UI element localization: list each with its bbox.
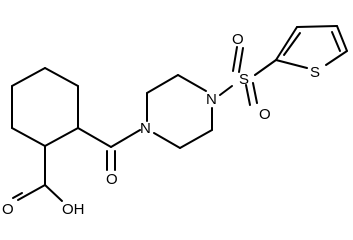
- bond: [44, 67, 79, 87]
- bond: [44, 127, 79, 147]
- piperazine-ring: [146, 74, 213, 149]
- bond: [325, 50, 348, 66]
- double-bond-inner: [331, 31, 341, 52]
- bond: [179, 129, 213, 149]
- bond: [77, 127, 112, 148]
- bond: [11, 67, 46, 87]
- atom-label-sulfonyl-sulfur: S: [239, 71, 249, 88]
- bond: [110, 129, 141, 148]
- atom-label-amide-nitrogen: N: [140, 120, 151, 137]
- bond: [153, 132, 181, 149]
- atom-label-thiophene-sulfur: S: [310, 64, 320, 81]
- atom-label-sulfonyl-nitrogen: N: [206, 91, 217, 108]
- double-bond: [245, 84, 251, 106]
- atom-label-hydroxyl: OH: [62, 201, 85, 218]
- carboxylic-acid-group: [12, 145, 63, 202]
- atom-label-carbonyl-oxygen: O: [106, 171, 118, 188]
- double-bond: [252, 82, 258, 104]
- atom-label-carboxyl-oxygen: O: [2, 201, 14, 218]
- double-bond: [232, 46, 238, 72]
- bond: [275, 26, 298, 61]
- bond: [146, 74, 179, 94]
- bond: [219, 85, 233, 96]
- atom-label-sulfonyl-oxygen-bottom: O: [259, 106, 271, 123]
- bond: [296, 25, 338, 28]
- bond: [336, 25, 348, 52]
- bond: [177, 74, 207, 92]
- double-bond-inner: [283, 32, 301, 56]
- chemical-structure-diagram: OH O O N N S O O S: [2, 25, 348, 218]
- sulfonyl-group: [219, 46, 277, 106]
- bond: [254, 59, 277, 76]
- cyclohexane-ring: [11, 67, 79, 147]
- double-bond-inner: [12, 192, 23, 199]
- bond: [44, 184, 63, 202]
- atom-label-sulfonyl-oxygen-top: O: [232, 31, 244, 48]
- double-bond: [238, 47, 244, 73]
- bond: [11, 127, 46, 147]
- bond: [17, 184, 46, 201]
- thiophene-ring: [275, 25, 348, 69]
- bond: [275, 59, 308, 69]
- structure-canvas: OH O O N N S O O S: [2, 25, 348, 218]
- amide-carbonyl-group: [77, 127, 141, 171]
